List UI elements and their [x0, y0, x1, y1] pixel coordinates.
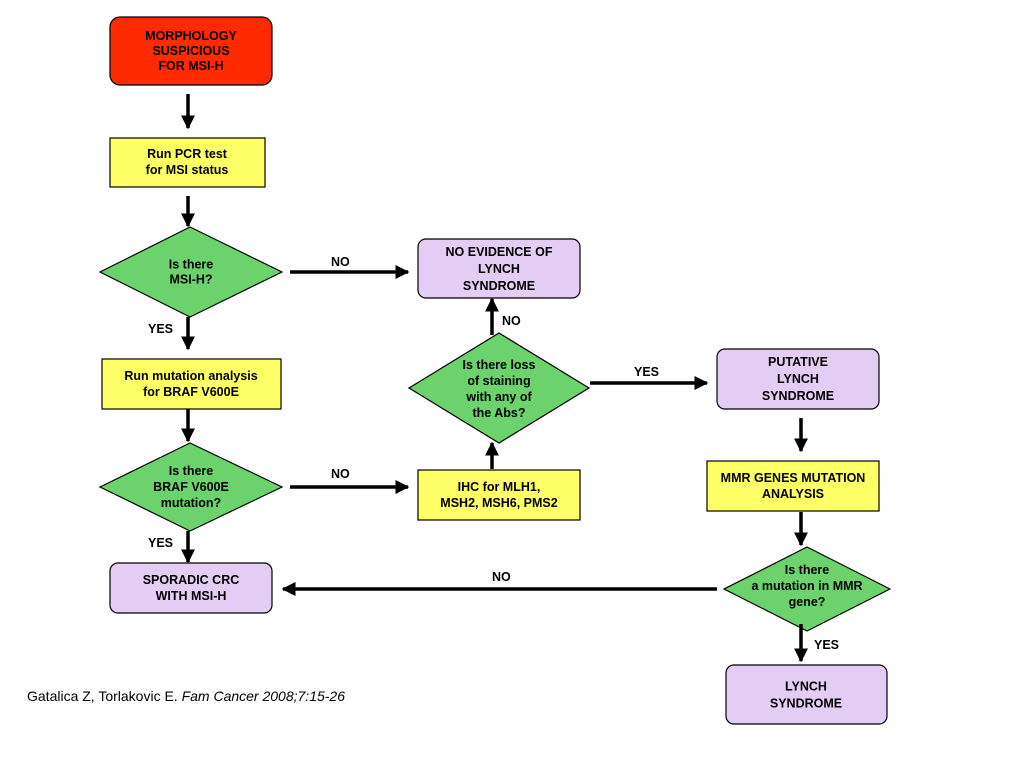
sporadic-box [109, 562, 273, 614]
ihc-box [417, 469, 581, 521]
staining-decision-diamond [407, 332, 591, 444]
edge-label-msi-yes: YES [148, 322, 173, 336]
mmr-decision-diamond [722, 546, 892, 632]
edge-label-braf-yes: YES [148, 536, 173, 550]
edge-label-staining-yes: YES [634, 365, 659, 379]
msi-decision-diamond [98, 226, 284, 318]
pcr-box [109, 137, 266, 188]
edge-label-mmr-yes: YES [814, 638, 839, 652]
edge-label-msi-no: NO [331, 255, 350, 269]
lynch-box [725, 664, 888, 725]
citation-journal: Fam Cancer 2008;7:15-26 [181, 688, 346, 704]
citation: Gatalica Z, Torlakovic E. Fam Cancer 200… [27, 688, 345, 704]
morphology-box [109, 16, 273, 86]
braf-analysis-box [101, 358, 282, 410]
putative-box [716, 348, 880, 410]
arrows [181, 94, 808, 663]
edge-label-mmr-no: NO [492, 570, 511, 584]
citation-authors: Gatalica Z, Torlakovic E. [27, 688, 178, 704]
braf-decision-diamond [98, 442, 284, 532]
edge-label-braf-no: NO [331, 467, 350, 481]
no-lynch-box [417, 238, 581, 299]
ihc-label: IHC for MLH1,MSH2, MSH6, PMS2 [440, 480, 557, 510]
ihc-node: IHC for MLH1,MSH2, MSH6, PMS2 [417, 469, 581, 521]
edge-label-staining-no: NO [502, 314, 521, 328]
mmr-analysis-box [706, 460, 880, 512]
